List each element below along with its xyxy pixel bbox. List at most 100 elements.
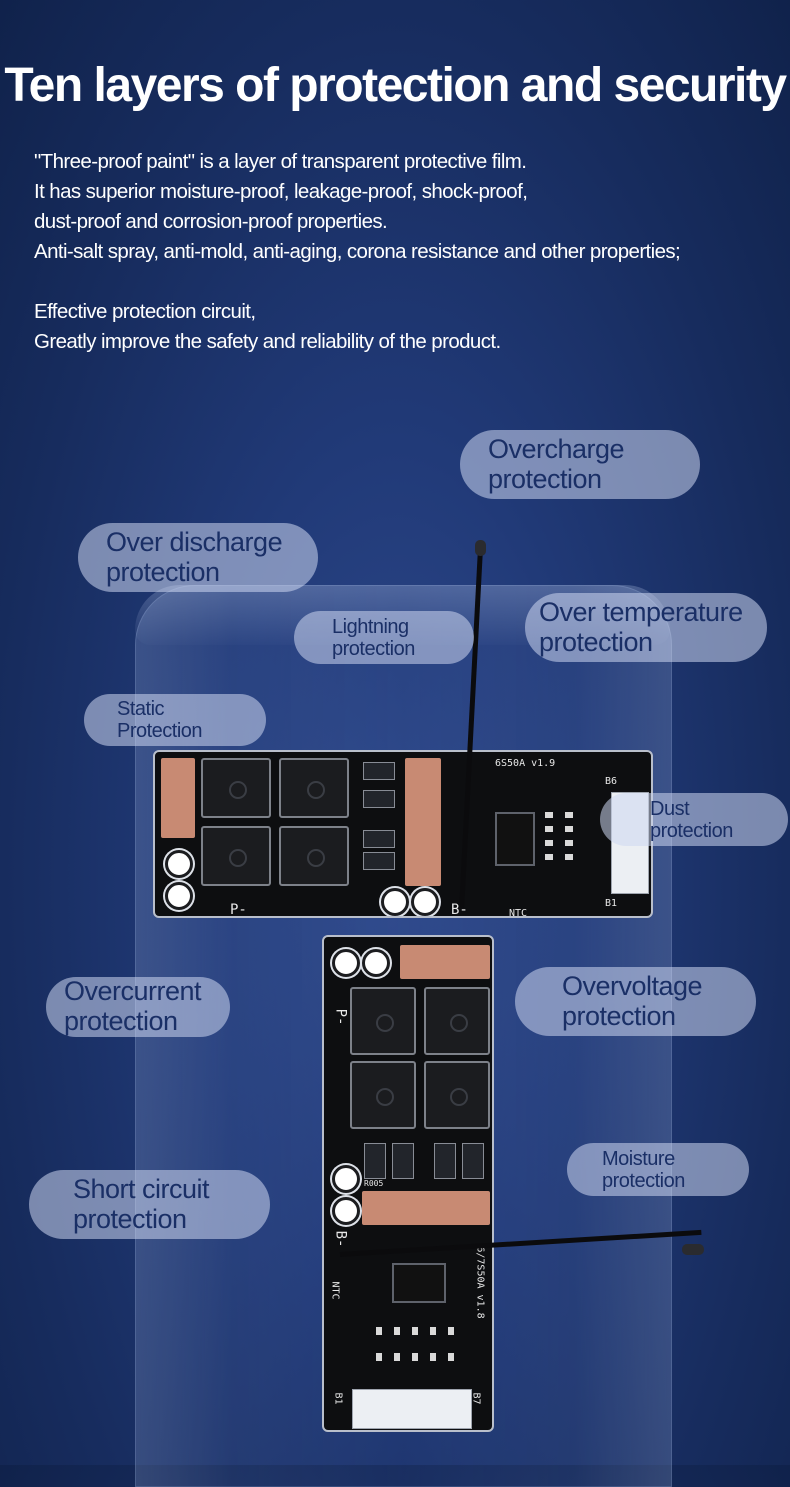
smd-component <box>565 840 573 846</box>
label-short-circuit: Short circuit protection <box>29 1170 270 1239</box>
label-text: protection <box>332 637 415 660</box>
label-over-temperature: Over temperature protection <box>525 593 767 662</box>
label-overvoltage: Overvoltage protection <box>515 967 756 1036</box>
silk-model: 6S50A v1.9 <box>495 758 556 769</box>
resistor <box>434 1143 456 1179</box>
resistor <box>363 852 395 870</box>
label-text: protection <box>488 463 602 494</box>
label-text: Lightning <box>332 615 409 638</box>
smd-component <box>565 812 573 818</box>
intro-line: dust-proof and corrosion-proof propertie… <box>34 210 388 233</box>
resistor <box>392 1143 414 1179</box>
smd-component <box>430 1327 436 1335</box>
smd-component <box>376 1353 382 1361</box>
label-moisture: Moisture protection <box>567 1143 749 1196</box>
label-text: Overcurrent <box>64 976 202 1007</box>
mosfet <box>350 987 416 1055</box>
intro-line: Anti-salt spray, anti-mold, anti-aging, … <box>34 240 681 263</box>
intro-line: It has superior moisture-proof, leakage-… <box>34 180 528 203</box>
pcb-board-horizontal: 6S50A v1.9 B6 B1 P- B- NTC <box>153 750 653 918</box>
label-text: protection <box>64 1006 178 1036</box>
label-text: protection <box>73 1203 187 1234</box>
intro-line: Greatly improve the safety and reliabili… <box>34 330 501 353</box>
ic-chip <box>495 812 535 866</box>
mounting-hole <box>332 1165 360 1193</box>
label-lightning: Lightning protection <box>294 611 474 664</box>
mounting-hole <box>165 850 193 878</box>
label-text: Short circuit <box>73 1173 210 1204</box>
resistor <box>363 762 395 780</box>
smd-component <box>430 1353 436 1361</box>
label-text: protection <box>650 819 733 842</box>
label-text: protection <box>539 626 653 657</box>
intro-line: "Three-proof paint" is a layer of transp… <box>34 150 527 173</box>
mosfet <box>350 1061 416 1129</box>
silk-b1: B1 <box>605 898 618 909</box>
label-overcurrent: Overcurrent protection <box>46 977 230 1037</box>
smd-component <box>565 826 573 832</box>
mosfet <box>424 987 490 1055</box>
ntc-probe <box>475 540 486 556</box>
silk-model: 6/7S50A v1.8 <box>474 1246 486 1319</box>
label-text: protection <box>602 1169 685 1192</box>
resistor <box>363 790 395 808</box>
label-overcharge: Overcharge protection <box>460 430 700 499</box>
label-over-discharge: Over discharge protection <box>78 523 318 592</box>
mounting-hole <box>381 888 409 916</box>
page-title: Ten layers of protection and security <box>4 59 787 112</box>
silk-b1: B1 <box>332 1392 344 1405</box>
label-text: Over temperature <box>539 596 743 627</box>
mosfet <box>201 826 271 886</box>
mosfet <box>279 826 349 886</box>
smd-component <box>376 1327 382 1335</box>
intro-line: Effective protection circuit, <box>34 300 256 323</box>
mounting-hole <box>165 882 193 910</box>
smd-component <box>394 1353 400 1361</box>
pcb-board-vertical: R005 P- B- NTC 6/7S50A v1.8 B1 B7 <box>322 935 494 1432</box>
mosfet <box>424 1061 490 1129</box>
silk-ntc: NTC <box>329 1281 341 1300</box>
smd-component <box>545 854 553 860</box>
mounting-hole <box>362 949 390 977</box>
smd-component <box>394 1327 400 1335</box>
resistor <box>462 1143 484 1179</box>
smd-component <box>545 840 553 846</box>
smd-component <box>448 1353 454 1361</box>
silk-b7: B7 <box>470 1392 482 1405</box>
label-static: Static Protection <box>84 694 266 746</box>
balance-connector <box>352 1389 472 1429</box>
mosfet <box>279 758 349 818</box>
silk-p: P- <box>332 1008 349 1026</box>
ic-chip <box>392 1263 446 1303</box>
label-text: Overvoltage <box>562 970 703 1001</box>
mosfet <box>201 758 271 818</box>
copper-pad <box>161 758 195 838</box>
label-text: Moisture <box>602 1147 675 1170</box>
smd-component <box>545 812 553 818</box>
smd-component <box>412 1353 418 1361</box>
silk-r005: R005 <box>364 1179 384 1188</box>
smd-component <box>545 826 553 832</box>
copper-pad <box>362 1191 490 1225</box>
silk-p: P- <box>230 902 247 918</box>
resistor <box>363 830 395 848</box>
smd-component <box>448 1327 454 1335</box>
copper-pad <box>400 945 490 979</box>
mounting-hole <box>332 949 360 977</box>
label-text: Overcharge <box>488 433 625 464</box>
smd-component <box>565 854 573 860</box>
smd-component <box>412 1327 418 1335</box>
label-text: Dust <box>650 797 690 820</box>
label-text: Protection <box>117 720 203 742</box>
label-text: Static <box>117 698 165 720</box>
label-text: protection <box>562 1000 676 1031</box>
label-text: protection <box>106 556 220 587</box>
intro-text: "Three-proof paint" is a layer of transp… <box>34 147 784 357</box>
resistor <box>364 1143 386 1179</box>
silk-b6: B6 <box>605 776 618 787</box>
copper-pad <box>405 758 441 886</box>
mounting-hole <box>332 1197 360 1225</box>
mounting-hole <box>411 888 439 916</box>
ntc-probe <box>682 1244 704 1255</box>
silk-ntc: NTC <box>509 908 528 918</box>
